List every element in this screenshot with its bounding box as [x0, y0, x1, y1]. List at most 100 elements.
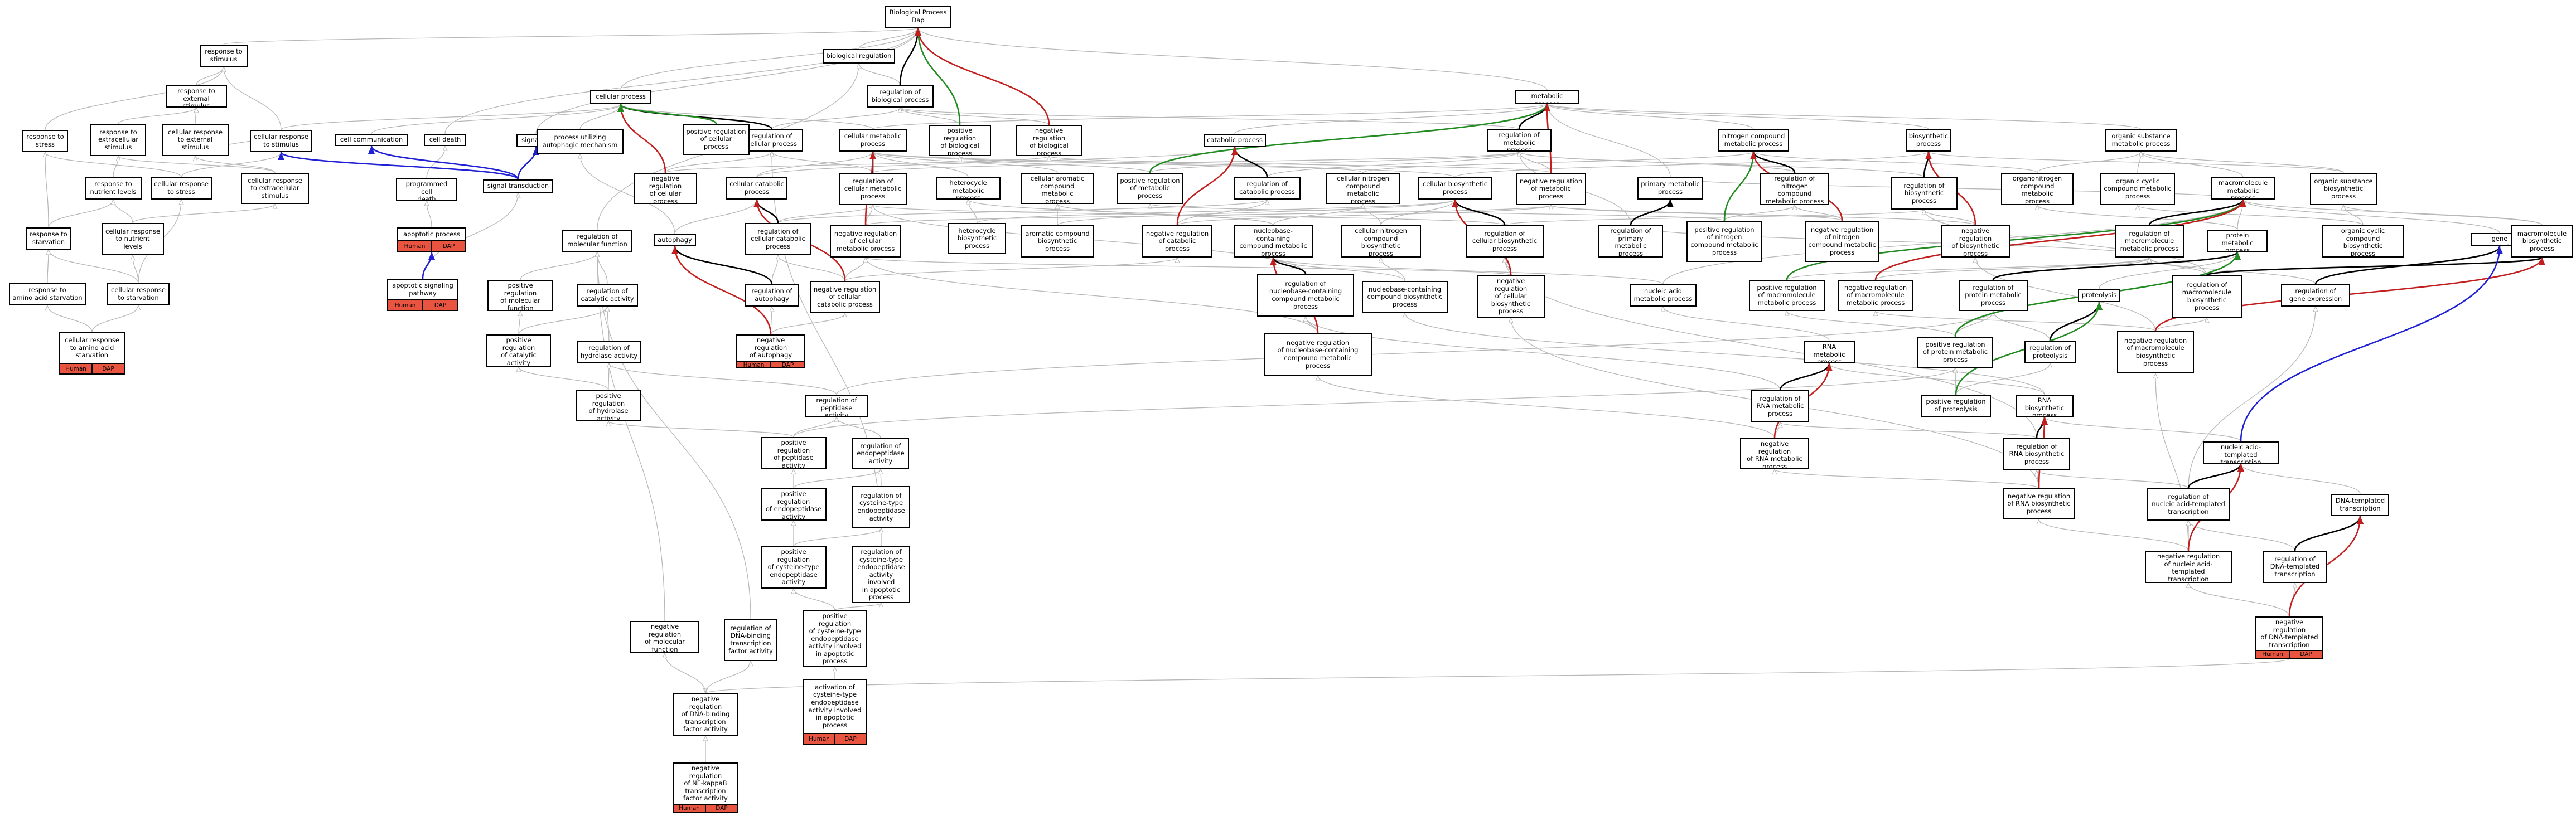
go-term-response-to-external-stimulus[interactable]: response to external stimulus	[166, 85, 227, 108]
go-term-nucleic-acid-metabolic-process[interactable]: nucleic acid metabolic process	[1630, 284, 1697, 307]
go-term-positive-regulation-of-endopeptidase-activity[interactable]: positive regulation of endopeptidase act…	[761, 488, 827, 521]
go-term-cellular-biosynthetic-process[interactable]: cellular biosynthetic process	[1418, 177, 1492, 200]
go-term-negative-regulation-of-metabolic-process[interactable]: negative regulation of metabolic process	[1516, 173, 1586, 205]
go-term-negative-regulation-of-nucleic-acid-templated-transcription[interactable]: negative regulation of nucleic acid-temp…	[2145, 551, 2232, 583]
go-term-nucleobase-containing-compound-metabolic-process[interactable]: nucleobase-containing compound metabolic…	[1234, 225, 1313, 258]
go-term-negative-regulation-of-cellular-metabolic-process[interactable]: negative regulation of cellular metaboli…	[830, 225, 901, 258]
go-term-regulation-of-primary-metabolic-process[interactable]: regulation of primary metabolic process	[1598, 225, 1663, 258]
go-term-cellular-response-to-stimulus[interactable]: cellular response to stimulus	[250, 130, 312, 152]
go-term-positive-regulation-of-macromolecule-metabolic-process[interactable]: positive regulation of macromolecule met…	[1749, 280, 1825, 311]
go-term-organic-substance-biosynthetic-process[interactable]: organic substance biosynthetic process	[2310, 173, 2377, 205]
go-term-process-utilizing-autophagic-mechanism[interactable]: process utilizing autophagic mechanism	[537, 129, 624, 154]
go-term-regulation-of-macromolecule-metabolic-process[interactable]: regulation of macromolecule metabolic pr…	[2115, 225, 2184, 258]
go-term-regulation-of-catabolic-process[interactable]: regulation of catabolic process	[1234, 177, 1301, 200]
go-term-biological-regulation[interactable]: biological regulation	[823, 49, 895, 64]
go-term-regulation-of-gene-expression[interactable]: regulation of gene expression	[2281, 284, 2350, 307]
go-term-cellular-aromatic-compound-metabolic-process[interactable]: cellular aromatic compound metabolic pro…	[1021, 173, 1094, 204]
go-term-signal-transduction[interactable]: signal transduction	[483, 179, 553, 193]
go-term-negative-regulation-of-biological-process[interactable]: negative regulation of biological proces…	[1016, 125, 1082, 156]
go-term-nucleic-acid-templated-transcription[interactable]: nucleic acid-templated transcription	[2203, 441, 2279, 464]
go-term-cellular-metabolic-process[interactable]: cellular metabolic process	[839, 129, 907, 152]
go-term-organic-cyclic-compound-biosynthetic-process[interactable]: organic cyclic compound biosynthetic pro…	[2322, 225, 2404, 258]
go-term-response-to-starvation[interactable]: response to starvation	[26, 227, 71, 250]
go-term-autophagy[interactable]: autophagy	[654, 234, 696, 246]
go-term-cell-communication[interactable]: cell communication	[335, 134, 408, 146]
go-term-regulation-of-dna-binding-transcription-factor-activity[interactable]: regulation of DNA-binding transcription …	[724, 619, 777, 661]
go-term-primary-metabolic-process[interactable]: primary metabolic process	[1637, 177, 1703, 200]
go-term-regulation-of-proteolysis[interactable]: regulation of proteolysis	[2024, 341, 2076, 363]
go-term-positive-regulation-of-cysteine-type-endopeptidase-activity[interactable]: positive regulation of cysteine-type end…	[761, 546, 827, 589]
go-term-regulation-of-cellular-catabolic-process[interactable]: regulation of cellular catabolic process	[745, 223, 811, 255]
go-term-regulation-of-molecular-function[interactable]: regulation of molecular function	[562, 230, 632, 252]
go-term-macromolecule-metabolic-process[interactable]: macromolecule metabolic process	[2211, 177, 2275, 200]
go-term-proteolysis[interactable]: proteolysis	[2078, 289, 2120, 302]
go-term-negative-regulation-of-cellular-biosynthetic-process[interactable]: negative regulation of cellular biosynth…	[1477, 275, 1545, 318]
go-term-activation-of-cysteine-type-endopeptidase-activity-involved-in-apoptotic-process[interactable]: activation of cysteine-type endopeptidas…	[803, 679, 867, 745]
go-term-positive-regulation-of-nitrogen-compound-metabolic-process[interactable]: positive regulation of nitrogen compound…	[1686, 221, 1762, 262]
go-term-organonitrogen-compound-metabolic-process[interactable]: organonitrogen compound metabolic proces…	[2001, 173, 2074, 205]
go-term-cellular-process[interactable]: cellular process	[590, 90, 651, 104]
go-term-rna-biosynthetic-process[interactable]: RNA biosynthetic process	[2016, 395, 2074, 417]
go-term-nucleobase-containing-compound-biosynthetic-process[interactable]: nucleobase-containing compound biosynthe…	[1362, 281, 1448, 313]
go-term-programmed-cell-death[interactable]: programmed cell death	[396, 178, 457, 201]
go-term-cellular-response-to-nutrient-levels[interactable]: cellular response to nutrient levels	[102, 223, 164, 255]
go-term-cellular-nitrogen-compound-biosynthetic-process[interactable]: cellular nitrogen compound biosynthetic …	[1341, 225, 1421, 258]
go-term-positive-regulation-of-proteolysis[interactable]: positive regulation of proteolysis	[1921, 395, 1991, 417]
go-term-positive-regulation-of-peptidase-activity[interactable]: positive regulation of peptidase activit…	[761, 437, 827, 469]
go-term-positive-regulation-of-hydrolase-activity[interactable]: positive regulation of hydrolase activit…	[576, 390, 641, 421]
go-term-cellular-response-to-extracellular-stimulus[interactable]: cellular response to extracellular stimu…	[241, 173, 309, 204]
go-term-biosynthetic-process[interactable]: biosynthetic process	[1906, 129, 1951, 152]
go-term-positive-regulation-of-biological-process[interactable]: positive regulation of biological proces…	[929, 125, 991, 156]
go-term-regulation-of-biological-process[interactable]: regulation of biological process	[867, 85, 934, 108]
go-term-biological-process-dap[interactable]: Biological Process Dap	[885, 6, 951, 28]
go-term-negative-regulation-of-cellular-catabolic-process[interactable]: negative regulation of cellular cataboli…	[810, 281, 880, 313]
go-term-response-to-extracellular-stimulus[interactable]: response to extracellular stimulus	[90, 124, 146, 156]
go-term-negative-regulation-of-nf-kappab-transcription-factor-activity[interactable]: negative regulation of NF-kappaB transcr…	[673, 762, 738, 813]
go-term-negative-regulation-of-macromolecule-biosynthetic-process[interactable]: negative regulation of macromolecule bio…	[2117, 331, 2194, 373]
go-term-negative-regulation-of-rna-metabolic-process[interactable]: negative regulation of RNA metabolic pro…	[1740, 438, 1809, 469]
go-term-rna-metabolic-process[interactable]: RNA metabolic process	[1804, 341, 1855, 363]
go-term-cell-death[interactable]: cell death	[424, 134, 466, 146]
go-term-response-to-stress[interactable]: response to stress	[22, 130, 68, 152]
go-term-negative-regulation-of-dna-binding-transcription-factor-activity[interactable]: negative regulation of DNA-binding trans…	[673, 693, 738, 736]
go-term-response-to-nutrient-levels[interactable]: response to nutrient levels	[85, 177, 142, 200]
go-term-regulation-of-nucleobase-containing-compound-metabolic-process[interactable]: regulation of nucleobase-containing comp…	[1257, 274, 1354, 317]
go-term-regulation-of-nitrogen-compound-metabolic-process[interactable]: regulation of nitrogen compound metaboli…	[1760, 173, 1829, 205]
go-term-organic-cyclic-compound-metabolic-process[interactable]: organic cyclic compound metabolic proces…	[2100, 173, 2175, 205]
go-term-cellular-response-to-stress[interactable]: cellular response to stress	[151, 177, 212, 200]
go-term-positive-regulation-of-metabolic-process[interactable]: positive regulation of metabolic process	[1117, 173, 1183, 204]
go-term-negative-regulation-of-nucleobase-containing-compound-metabolic-process[interactable]: negative regulation of nucleobase-contai…	[1264, 333, 1372, 376]
go-term-regulation-of-protein-metabolic-process[interactable]: regulation of protein metabolic process	[1959, 280, 2028, 311]
go-term-macromolecule-biosynthetic-process[interactable]: macromolecule biosynthetic process	[2511, 225, 2573, 258]
go-term-positive-regulation-of-protein-metabolic-process[interactable]: positive regulation of protein metabolic…	[1917, 337, 1993, 368]
go-term-metabolic-process[interactable]: metabolic process	[1515, 90, 1579, 104]
go-term-negative-regulation-of-molecular-function[interactable]: negative regulation of molecular functio…	[630, 621, 699, 653]
go-term-regulation-of-peptidase-activity[interactable]: regulation of peptidase activity	[805, 395, 868, 417]
go-term-heterocycle-metabolic-process[interactable]: heterocycle metabolic process	[936, 177, 1001, 200]
go-term-cellular-response-to-starvation[interactable]: cellular response to starvation	[107, 283, 170, 305]
go-term-regulation-of-macromolecule-biosynthetic-process[interactable]: regulation of macromolecule biosynthetic…	[2172, 275, 2242, 318]
go-term-aromatic-compound-biosynthetic-process[interactable]: aromatic compound biosynthetic process	[1021, 225, 1094, 258]
go-term-negative-regulation-of-biosynthetic-process[interactable]: negative regulation of biosynthetic proc…	[1941, 225, 2010, 258]
go-term-cellular-catabolic-process[interactable]: cellular catabolic process	[726, 177, 787, 200]
go-term-regulation-of-biosynthetic-process[interactable]: regulation of biosynthetic process	[1891, 177, 1958, 210]
go-term-regulation-of-nucleic-acid-templated-transcription[interactable]: regulation of nucleic acid-templated tra…	[2147, 488, 2230, 521]
go-term-response-to-amino-acid-starvation[interactable]: response to amino acid starvation	[9, 283, 86, 305]
go-term-negative-regulation-of-macromolecule-metabolic-process[interactable]: negative regulation of macromolecule met…	[1838, 280, 1913, 311]
go-term-regulation-of-cysteine-type-endopeptidase-activity[interactable]: regulation of cysteine-type endopeptidas…	[852, 486, 910, 528]
go-term-regulation-of-dna-templated-transcription[interactable]: regulation of DNA-templated transcriptio…	[2263, 551, 2327, 583]
go-term-regulation-of-rna-metabolic-process[interactable]: regulation of RNA metabolic process	[1751, 390, 1809, 422]
go-term-negative-regulation-of-catabolic-process[interactable]: negative regulation of catabolic process	[1142, 225, 1212, 258]
go-term-regulation-of-rna-biosynthetic-process[interactable]: regulation of RNA biosynthetic process	[2003, 438, 2070, 470]
go-term-organic-substance-metabolic-process[interactable]: organic substance metabolic process	[2105, 129, 2177, 152]
go-term-regulation-of-metabolic-process[interactable]: regulation of metabolic process	[1487, 129, 1552, 152]
go-term-negative-regulation-of-nitrogen-compound-metabolic-process[interactable]: negative regulation of nitrogen compound…	[1805, 221, 1879, 262]
go-term-dna-templated-transcription[interactable]: DNA-templated transcription	[2331, 494, 2389, 516]
go-term-regulation-of-cellular-metabolic-process[interactable]: regulation of cellular metabolic process	[839, 173, 907, 205]
go-term-positive-regulation-of-molecular-function[interactable]: positive regulation of molecular functio…	[487, 280, 553, 311]
go-term-negative-regulation-of-cellular-process[interactable]: negative regulation of cellular process	[634, 173, 697, 204]
go-term-catabolic-process[interactable]: catabolic process	[1204, 134, 1266, 147]
